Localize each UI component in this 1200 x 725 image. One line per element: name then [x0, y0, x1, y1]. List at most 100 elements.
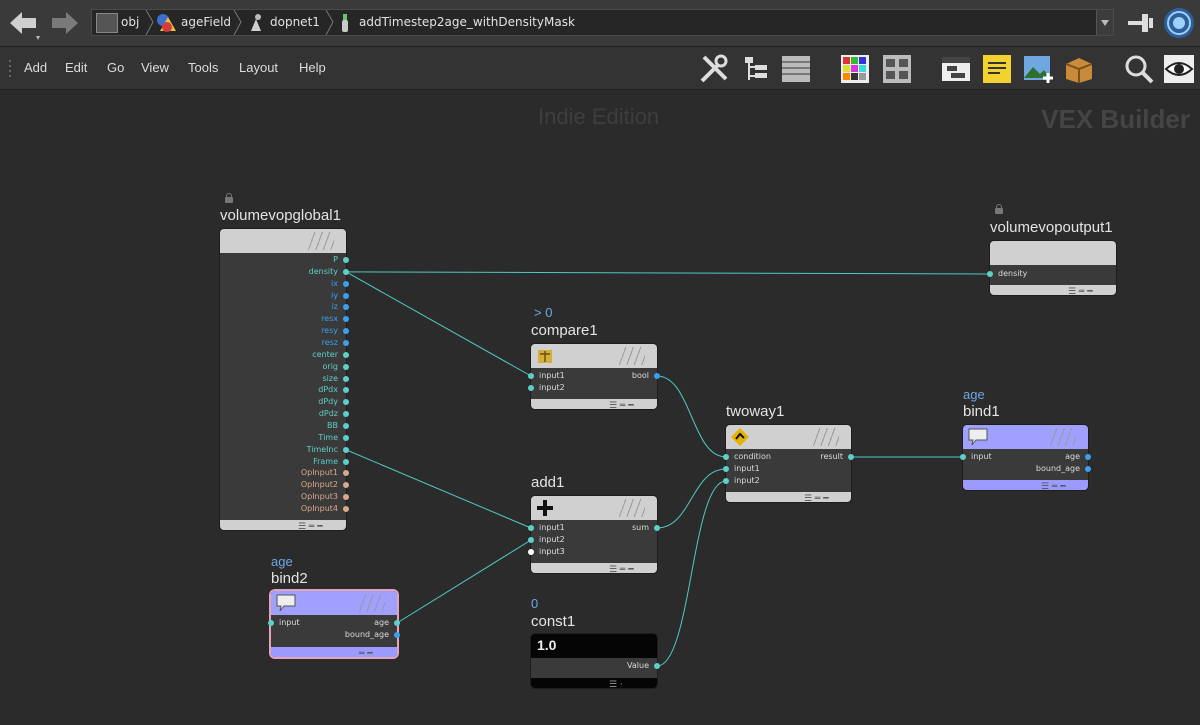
- node-label-compare1: > 0: [534, 305, 553, 320]
- input-port-input1[interactable]: [528, 373, 534, 379]
- node-volumevopoutput1[interactable]: density ☰ ═ ━: [987, 241, 1116, 297]
- output-port-TimeInc[interactable]: [343, 446, 349, 453]
- output-port-resy[interactable]: [343, 328, 349, 335]
- wire-const1-to-twoway1[interactable]: [656, 480, 727, 667]
- output-port-size[interactable]: [343, 375, 349, 382]
- output-port-bound_age[interactable]: [394, 632, 400, 638]
- menu-go[interactable]: Go: [107, 60, 125, 75]
- sticky-note-button[interactable]: [980, 52, 1014, 86]
- output-port-dPdy[interactable]: [343, 399, 349, 406]
- node-header[interactable]: [531, 496, 657, 520]
- output-port-orig[interactable]: [343, 363, 349, 370]
- image-add-icon: [1024, 56, 1053, 83]
- list-view-button[interactable]: [779, 52, 813, 86]
- menu-help[interactable]: Help: [299, 60, 326, 75]
- node-header[interactable]: [990, 241, 1116, 265]
- node-const1[interactable]: 1.0 Value ☰ ·: [531, 634, 660, 690]
- output-port-BB[interactable]: [343, 423, 349, 430]
- output-port-age[interactable]: [394, 620, 400, 626]
- background-image-button[interactable]: [1021, 52, 1055, 86]
- input-port-input[interactable]: [268, 620, 274, 626]
- breadcrumb-obj[interactable]: obj: [121, 15, 140, 29]
- output-port-OpInput4[interactable]: [343, 506, 349, 513]
- output-port-bool[interactable]: [654, 373, 660, 379]
- output-port-OpInput3[interactable]: [343, 494, 349, 501]
- breadcrumb-current-network[interactable]: addTimestep2age_withDensityMask: [359, 15, 575, 29]
- output-port-sum[interactable]: [654, 525, 660, 531]
- input-port-input2[interactable]: [723, 478, 729, 484]
- output-port-dPdz[interactable]: [343, 411, 349, 418]
- node-header[interactable]: [963, 425, 1088, 449]
- output-port-OpInput1[interactable]: [343, 470, 349, 477]
- menu-add[interactable]: Add: [24, 60, 48, 75]
- input-port-input2[interactable]: [528, 385, 534, 391]
- forward-button[interactable]: [48, 6, 82, 40]
- output-port-iy[interactable]: [343, 292, 349, 299]
- input-port-input2[interactable]: [528, 537, 534, 543]
- output-port-density[interactable]: [343, 268, 349, 275]
- breadcrumb-dropdown[interactable]: [1096, 10, 1113, 35]
- output-port-age[interactable]: [1085, 454, 1091, 460]
- output-port-OpInput2[interactable]: [343, 482, 349, 489]
- menu-layout[interactable]: Layout: [239, 60, 279, 75]
- output-port-P[interactable]: [343, 257, 349, 263]
- node-name-add1: add1: [531, 474, 565, 491]
- link-group-button[interactable]: [1161, 5, 1197, 41]
- breadcrumb-dopnet1[interactable]: dopnet1: [270, 15, 320, 29]
- wire-add1-to-twoway1[interactable]: [656, 468, 727, 529]
- wire-volumevopglobal1-to-add1[interactable]: [345, 449, 532, 529]
- back-button[interactable]: [6, 6, 40, 40]
- node-header[interactable]: [726, 425, 851, 449]
- output-port-bound_age[interactable]: [1085, 466, 1091, 472]
- shape-palette-button[interactable]: [880, 52, 914, 86]
- wire-volumevopglobal1-to-compare1[interactable]: [345, 271, 532, 377]
- menu-edit[interactable]: Edit: [65, 60, 88, 75]
- output-label-OpInput4: OpInput4: [300, 504, 338, 514]
- output-port-Time[interactable]: [343, 434, 349, 441]
- input-port-input1[interactable]: [723, 466, 729, 472]
- node-header[interactable]: 1.0: [531, 634, 657, 658]
- node-header[interactable]: [271, 591, 397, 615]
- wire-compare1-to-twoway1[interactable]: [656, 375, 727, 458]
- display-options-button[interactable]: [1162, 52, 1196, 86]
- pin-button[interactable]: [1122, 5, 1158, 41]
- network-box-button[interactable]: [939, 52, 973, 86]
- find-button[interactable]: [1122, 52, 1156, 86]
- output-port-dPdx[interactable]: [343, 387, 349, 394]
- tree-view-button[interactable]: [739, 52, 773, 86]
- input-port-input[interactable]: [960, 454, 966, 460]
- node-header[interactable]: [531, 344, 657, 368]
- node-header[interactable]: [220, 229, 346, 253]
- search-icon: [1125, 55, 1154, 84]
- output-port-Value[interactable]: [654, 663, 660, 669]
- wire-bind2-to-add1[interactable]: [396, 539, 532, 624]
- input-port-condition[interactable]: [723, 454, 729, 460]
- plus-icon: [537, 500, 553, 516]
- output-port-resx[interactable]: [343, 316, 349, 323]
- input-port-input3[interactable]: [528, 549, 534, 555]
- speech-bubble-icon: [276, 594, 296, 612]
- menu-tools[interactable]: Tools: [188, 60, 219, 75]
- output-label-resx: resx: [321, 314, 338, 324]
- output-port-Frame[interactable]: [343, 458, 349, 465]
- output-port-ix[interactable]: [343, 280, 349, 287]
- wire-volumevopglobal1-to-volumevopoutput1[interactable]: [345, 271, 991, 275]
- output-port-center[interactable]: [343, 351, 349, 358]
- digital-asset-button[interactable]: [1062, 52, 1096, 86]
- output-label-size: size: [322, 373, 338, 383]
- menu-view[interactable]: View: [141, 60, 169, 75]
- output-port-iz[interactable]: [343, 304, 349, 311]
- output-port-result[interactable]: [848, 454, 854, 460]
- input-port-density[interactable]: [987, 271, 993, 277]
- color-palette-button[interactable]: [838, 52, 872, 86]
- output-port-resz[interactable]: [343, 340, 349, 347]
- tools-button[interactable]: [697, 52, 731, 86]
- breadcrumb-agefield[interactable]: ageField: [181, 15, 232, 29]
- input-port-input1[interactable]: [528, 525, 534, 531]
